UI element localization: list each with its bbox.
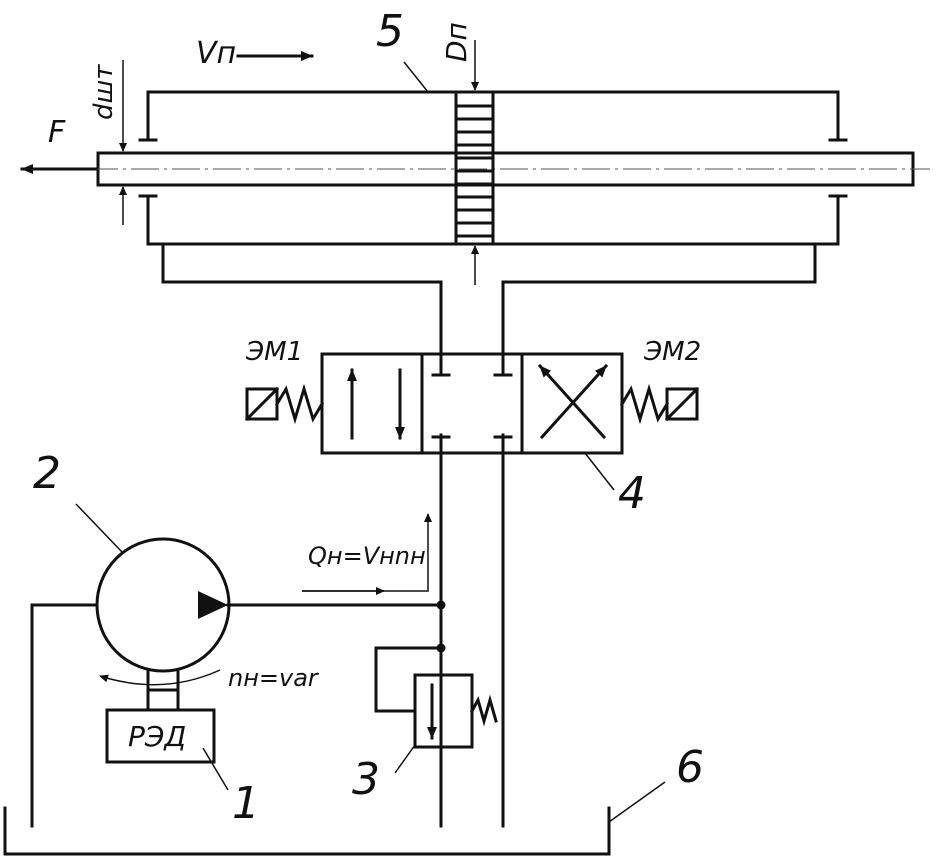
- callout-relief-valve: 3: [352, 754, 380, 805]
- motor-label: РЭД: [128, 720, 186, 753]
- directional-valve: [320, 352, 624, 455]
- callout-cylinder: 5: [376, 6, 404, 57]
- em2-label: ЭМ2: [643, 337, 701, 367]
- electric-motor: [105, 708, 229, 791]
- callout-tank: 6: [676, 742, 704, 793]
- velocity-label: Vп: [196, 36, 236, 71]
- hydraulic-lines: [30, 242, 817, 828]
- relief-valve: [394, 673, 498, 774]
- solenoid-em2: [619, 383, 700, 425]
- flow-arrow: [302, 513, 432, 595]
- force-label: F: [48, 115, 66, 150]
- callout-directional-valve: 4: [618, 468, 646, 519]
- piston-diameter-label: Dп: [440, 22, 473, 62]
- callout-pump: 2: [33, 448, 61, 499]
- em1-label: ЭМ1: [245, 337, 303, 367]
- solenoid-em1: [244, 383, 325, 425]
- pump: [75, 503, 231, 712]
- piston: [454, 90, 495, 246]
- tank: [3, 781, 666, 856]
- flow-label: Qн=Vнnн: [308, 542, 426, 570]
- hydraulic-cylinder: [90, 61, 930, 246]
- rod-diameter-label: dшт: [89, 64, 119, 120]
- speed-label: nн=var: [228, 664, 320, 692]
- callout-motor: 1: [232, 778, 260, 829]
